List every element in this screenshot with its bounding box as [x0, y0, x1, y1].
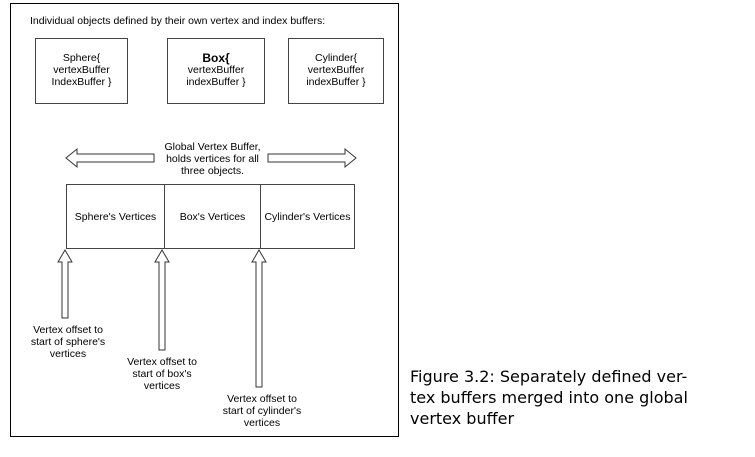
offset-cylinder-line-1: Vertex offset to [227, 393, 297, 405]
offset-sphere-line-1: Vertex offset to [33, 324, 103, 336]
cylinder-index-buffer: indexBuffer } [306, 76, 366, 88]
box-object-box: Box{ vertexBuffer indexBuffer } [167, 38, 265, 104]
segment-box: Box's Vertices [164, 185, 260, 248]
box-index-buffer: indexBuffer } [186, 76, 246, 88]
up-arrow-sphere [57, 249, 73, 319]
figure-frame [10, 3, 399, 437]
global-label-line-3: three objects. [180, 165, 245, 177]
figure-caption: Figure 3.2: Separately defined ver- tex … [410, 366, 750, 429]
right-arrow [267, 147, 357, 169]
caption-line-2: tex buffers merged into one global [410, 388, 688, 407]
offset-label-sphere: Vertex offset to start of sphere's verti… [20, 324, 116, 360]
segment-cylinder: Cylinder's Vertices [260, 185, 354, 248]
offset-box-line-3: vertices [143, 380, 181, 392]
global-vertex-buffer: Sphere's Vertices Box's Vertices Cylinde… [66, 184, 355, 249]
offset-cylinder-line-3: vertices [243, 417, 281, 429]
offset-label-cylinder: Vertex offset to start of cylinder's ver… [210, 393, 314, 429]
up-arrow-box [154, 249, 170, 351]
box-title: Box{ [202, 51, 230, 65]
offset-box-line-1: Vertex offset to [127, 356, 197, 368]
cylinder-vertex-buffer: vertexBuffer [307, 64, 365, 76]
caption-line-1: Figure 3.2: Separately defined ver- [410, 367, 688, 386]
box-vertex-buffer: vertexBuffer [187, 64, 245, 76]
offset-box-line-2: start of box's [132, 368, 192, 380]
offset-sphere-line-3: vertices [49, 348, 87, 360]
sphere-title: Sphere{ [62, 52, 101, 64]
offset-label-box: Vertex offset to start of box's vertices [114, 356, 210, 392]
left-arrow [65, 147, 155, 169]
sphere-vertex-buffer: vertexBuffer [53, 64, 110, 76]
figure-header: Individual objects defined by their own … [30, 15, 326, 27]
up-arrow-cylinder [251, 249, 267, 388]
segment-sphere: Sphere's Vertices [74, 210, 157, 223]
caption-line-3: vertex buffer [410, 409, 515, 428]
global-label-line-1: Global Vertex Buffer, [164, 141, 261, 153]
sphere-index-buffer: IndexBuffer } [51, 76, 112, 88]
cylinder-object-box: Cylinder{ vertexBuffer indexBuffer } [288, 38, 384, 104]
sphere-object-box: Sphere{ vertexBuffer IndexBuffer } [35, 38, 128, 104]
global-buffer-label: Global Vertex Buffer, holds vertices for… [150, 141, 275, 177]
global-label-line-2: holds vertices for all [166, 153, 259, 165]
cylinder-title: Cylinder{ [314, 52, 358, 64]
offset-sphere-line-2: start of sphere's [30, 336, 106, 348]
offset-cylinder-line-2: start of cylinder's [222, 405, 302, 417]
